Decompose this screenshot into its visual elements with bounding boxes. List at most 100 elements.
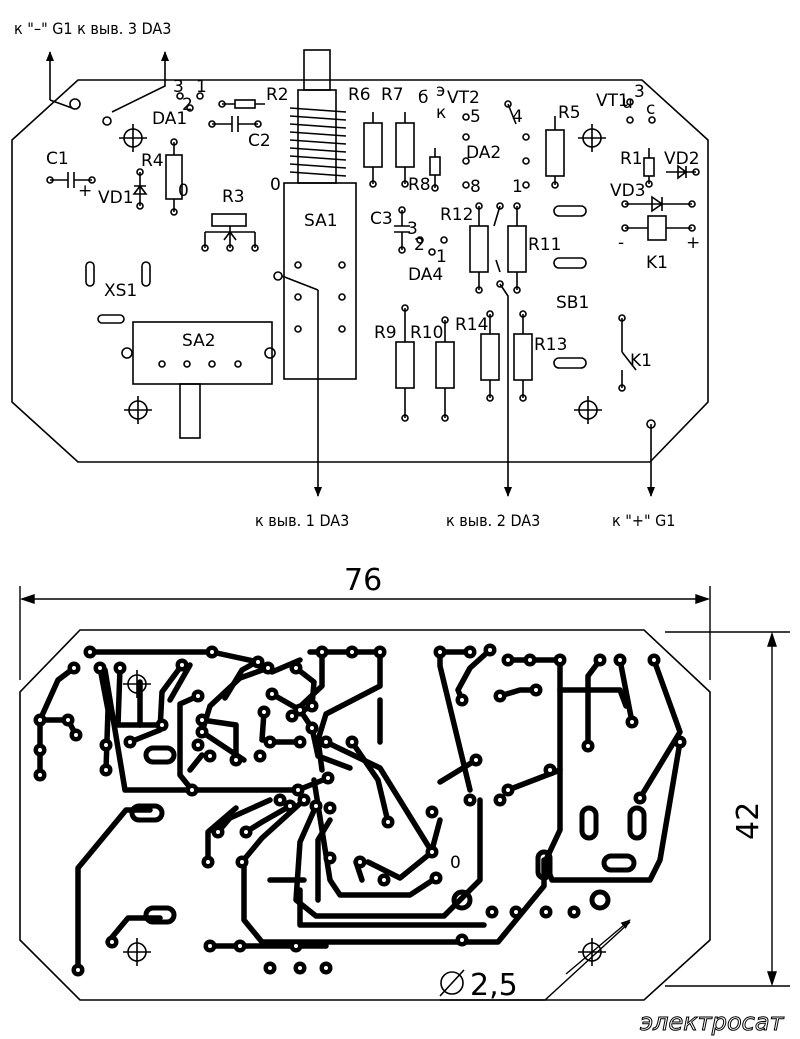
label-r13: R13 <box>534 335 567 355</box>
pad-hole <box>310 704 314 708</box>
pad-hole <box>310 726 314 730</box>
pad-hole <box>328 806 332 810</box>
pad-hole <box>468 650 472 654</box>
svg-text:к: к <box>436 103 446 123</box>
pad-hole <box>498 798 502 802</box>
pad-hole <box>350 650 354 654</box>
label-da2: DA2 <box>466 143 501 163</box>
slots <box>129 745 647 925</box>
hole-diameter-symbol <box>439 969 465 997</box>
pad-hole <box>216 830 220 834</box>
pad-hole <box>490 910 494 914</box>
pad-hole <box>76 968 80 972</box>
label-sa1: SA1 <box>304 211 338 231</box>
pad-hole <box>460 938 464 942</box>
label-r1: R1 <box>620 149 643 169</box>
svg-text:2: 2 <box>414 235 425 255</box>
pad-hole <box>506 658 510 662</box>
pad-hole <box>104 743 108 747</box>
pad-hole <box>38 773 42 777</box>
pad-hole <box>88 650 92 654</box>
out-pin1-label: к выв. 1 DA3 <box>255 511 349 530</box>
pad-hole <box>534 688 538 692</box>
label-vd1: VD1 <box>98 188 134 208</box>
pad-hole <box>298 966 302 970</box>
pad-hole <box>294 666 298 670</box>
svg-text:u: u <box>622 93 633 113</box>
pad-hole <box>210 650 214 654</box>
pad-hole <box>468 798 472 802</box>
pad-hole <box>302 798 306 802</box>
label-r9: R9 <box>374 323 397 343</box>
svg-text:+: + <box>78 181 92 201</box>
svg-text:4: 4 <box>512 107 523 127</box>
svg-text:2: 2 <box>182 95 193 115</box>
label-c1: C1 <box>46 149 69 169</box>
label-sa2: SA2 <box>182 331 216 351</box>
label-r10: R10 <box>410 323 443 343</box>
pad-hole <box>320 650 324 654</box>
label-r12: R12 <box>440 205 473 225</box>
pad-hole <box>438 650 442 654</box>
component-side-view <box>11 49 709 497</box>
label-r5: R5 <box>558 103 581 123</box>
pad-hole <box>586 744 590 748</box>
pad-hole <box>598 658 602 662</box>
label-sb1: SB1 <box>556 293 589 313</box>
board-outline-top <box>11 79 709 463</box>
label-k1-coil: K1 <box>646 253 668 273</box>
label-sa1-zero: 0 <box>270 175 281 195</box>
pad-hole <box>258 754 262 758</box>
dim-width: 76 <box>344 563 382 598</box>
svg-text:1: 1 <box>196 77 207 97</box>
pad-hole <box>262 710 266 714</box>
pad-hole <box>514 910 518 914</box>
label-vt1: VT1 <box>596 91 629 111</box>
pad-hole <box>110 940 114 944</box>
pad-hole <box>324 740 328 744</box>
pad-hole <box>38 748 42 752</box>
pad-hole <box>66 718 70 722</box>
pad-hole <box>382 878 386 882</box>
copper-side-view: 76 42 2,5 <box>19 563 790 1003</box>
pad-hole <box>244 830 248 834</box>
label-da4: DA4 <box>408 265 443 285</box>
dim-hole: 2,5 <box>470 968 518 1003</box>
pad-hole <box>474 758 478 762</box>
watermark: электросат <box>640 1008 785 1036</box>
label-vd2: VD2 <box>664 149 700 169</box>
pad-hole <box>294 944 298 948</box>
pad-hole <box>350 740 354 744</box>
large-hole <box>451 889 473 911</box>
pad-hole <box>506 788 510 792</box>
pad-hole <box>208 944 212 948</box>
pad-hole <box>256 660 260 664</box>
label-da1: DA1 <box>152 109 187 129</box>
pad-hole <box>326 776 330 780</box>
pad-hole <box>266 666 270 670</box>
pad-hole <box>74 733 78 737</box>
label-r4-zero: 0 <box>178 181 189 201</box>
pad-hole <box>558 658 562 662</box>
pad-hole <box>296 788 300 792</box>
pad-hole <box>430 850 434 854</box>
pad-hole <box>196 694 200 698</box>
pad-hole <box>128 740 132 744</box>
pad-hole <box>290 714 294 718</box>
pad-hole <box>328 856 332 860</box>
pad-hole <box>288 804 292 808</box>
pad-hole <box>386 820 390 824</box>
pad-hole <box>572 910 576 914</box>
pad-hole <box>104 768 108 772</box>
pad-hole <box>652 658 656 662</box>
svg-text:8: 8 <box>470 177 481 197</box>
pad-hole <box>234 758 238 762</box>
pad-hole <box>460 698 464 702</box>
label-r2: R2 <box>266 85 289 105</box>
sa2-body <box>132 321 273 385</box>
label-k1-contact: K1 <box>630 351 652 371</box>
pad-hole <box>98 666 102 670</box>
svg-text:c: c <box>646 99 655 119</box>
label-r11: R11 <box>528 235 561 255</box>
